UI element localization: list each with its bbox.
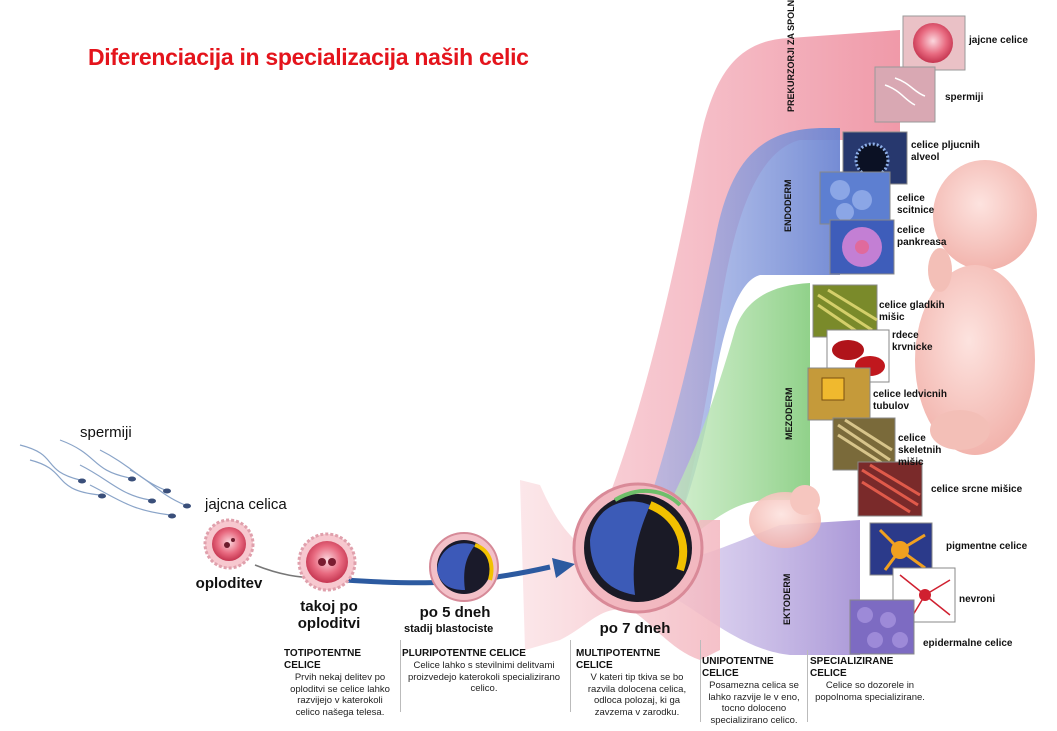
stage-pluripotent-head: PLURIPOTENTNE CELICE xyxy=(402,648,526,659)
mesoderm-band xyxy=(650,283,810,540)
fertilization-label: oploditev xyxy=(195,575,263,592)
label-thyroid: celice scitnice xyxy=(897,193,935,216)
label-heart-muscle: celice srcne mišice xyxy=(931,484,1023,495)
stage-pluripotent-desc: Celice lahko s stevilnimi delitvami proi… xyxy=(407,660,561,694)
label-neurons: nevroni xyxy=(959,594,996,605)
stage-pluripotent: PLURIPOTENTNE CELICE Celice lahko s stev… xyxy=(402,648,566,695)
sperm-cluster xyxy=(19,439,186,516)
tile-pigment-cells xyxy=(869,522,933,576)
germ-layer-label: PREKURZORJI ZA SPOLNE CELICE xyxy=(786,0,796,112)
label-red-blood-cells: rdece krvnicke xyxy=(892,330,933,353)
blastocyst xyxy=(429,532,499,602)
label-smooth-muscle: celice gladkih mišic xyxy=(879,300,945,323)
stage-divider xyxy=(807,650,808,722)
stage-divider xyxy=(570,640,571,712)
day5-label: po 5 dneh xyxy=(419,604,491,621)
stage-multipotent-head: MULTIPOTENTNE CELICE xyxy=(576,648,661,671)
tile-kidney-tubules xyxy=(807,367,871,421)
stage-unipotent-desc: Posamezna celica se lahko razvije le v e… xyxy=(708,680,800,726)
diagram-title: Diferenciacija in specializacija naših c… xyxy=(88,44,529,70)
label-sperm: spermiji xyxy=(945,92,984,103)
sperm-label: spermiji xyxy=(80,424,132,441)
stage-divider xyxy=(700,640,701,722)
stage-multipotent: MULTIPOTENTNE CELICE V kateri tip tkiva … xyxy=(576,648,698,718)
tile-egg-cells xyxy=(902,15,966,71)
baby-illustration xyxy=(915,160,1037,455)
stage-totipotent-head: TOTIPOTENTNE CELICE xyxy=(284,648,362,671)
stage-totipotent-desc: Prvih nekaj delitev po oploditvi se celi… xyxy=(290,672,390,718)
ectoderm-band xyxy=(640,520,860,655)
day7-embryo xyxy=(572,482,704,614)
stage-specialized: SPECIALIZIRANE CELICE Celice so dozorele… xyxy=(810,656,930,703)
endoderm-band xyxy=(640,128,840,540)
tile-thyroid xyxy=(819,171,891,225)
stage-multipotent-desc: V kateri tip tkiva se bo razvila dolocen… xyxy=(587,672,687,718)
arrow-head xyxy=(552,558,575,578)
stage-unipotent-head: UNIPOTENTNE CELICE xyxy=(702,656,774,679)
day5-sub: stadij blastociste xyxy=(404,623,494,635)
endoderm-label: ENDODERM xyxy=(783,179,793,232)
tile-sperm xyxy=(874,66,936,123)
after-fertilization-label: takoj po oploditvi xyxy=(297,598,361,632)
stage-totipotent: TOTIPOTENTNE CELICE Prvih nekaj delitev … xyxy=(284,648,396,718)
fertilization-egg xyxy=(203,518,255,570)
label-pigment-cells: pigmentne celice xyxy=(946,541,1028,552)
tile-skeletal-muscle xyxy=(832,417,896,471)
day7-label: po 7 dneh xyxy=(599,620,671,637)
label-skeletal-muscle: celice skeletnih mišic xyxy=(898,433,942,468)
stage-unipotent: UNIPOTENTNE CELICE Posamezna celica se l… xyxy=(702,656,806,726)
stage-divider xyxy=(400,640,401,712)
label-lung-alveoli: celice pljucnih alveol xyxy=(911,140,980,163)
mesoderm-label: MEZODERM xyxy=(784,387,794,441)
tile-pancreas xyxy=(829,219,895,275)
ectoderm-label: EKTODERM xyxy=(782,573,792,625)
stage-specialized-head: SPECIALIZIRANE CELICE xyxy=(810,656,894,679)
label-kidney-tubules: celice ledvicnih tubulov xyxy=(873,389,947,412)
germ-band xyxy=(600,30,900,525)
tile-heart-muscle xyxy=(857,461,923,517)
egg-label: jajcna celica xyxy=(205,496,287,513)
zygote xyxy=(297,532,357,592)
stage-specialized-desc: Celice so dozorele in popolnoma speciali… xyxy=(815,680,925,703)
label-egg-cells: jajcne celice xyxy=(969,35,1028,46)
small-fetus xyxy=(749,485,821,548)
label-epidermal-cells: epidermalne celice xyxy=(923,638,1013,649)
sperm-heads xyxy=(78,476,191,519)
label-pancreas: celice pankreasa xyxy=(897,225,947,248)
tile-smooth-muscle xyxy=(812,284,878,338)
tile-epidermal-cells xyxy=(849,599,915,655)
